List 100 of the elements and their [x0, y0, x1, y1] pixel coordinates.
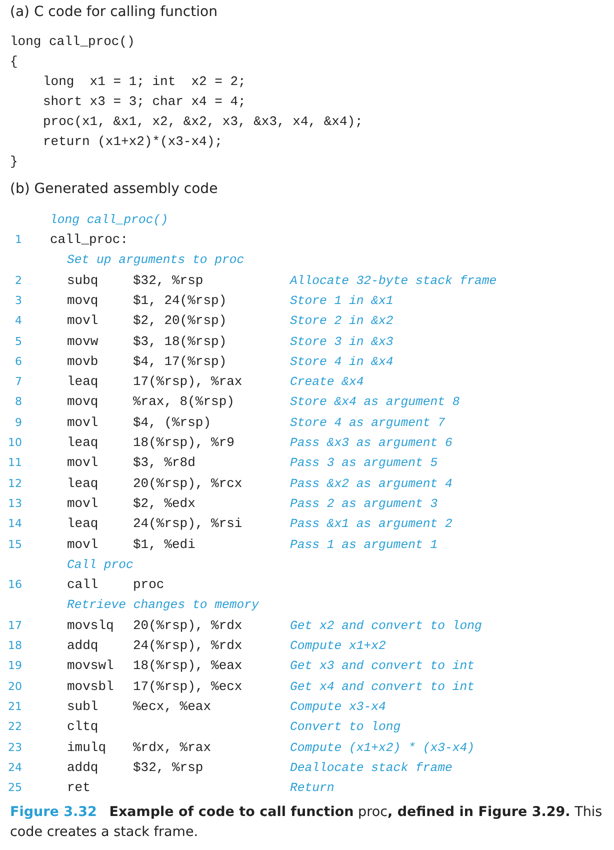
- instruction-operands: 17(%rsp), %rax: [133, 373, 242, 392]
- instruction-mnemonic: movb: [67, 352, 98, 371]
- instruction-mnemonic: call: [67, 576, 98, 594]
- instruction-operands: 17(%rsp), %ecx: [133, 678, 242, 696]
- line-number: 9: [14, 414, 22, 431]
- instruction-operands: $4, 17(%rsp): [133, 352, 227, 371]
- instruction-operands: 24(%rsp), %rdx: [133, 637, 242, 655]
- instruction-mnemonic: movslq: [67, 616, 114, 635]
- code-comment: Get x2 and convert to long: [290, 618, 482, 635]
- instruction-mnemonic: leaq: [67, 434, 98, 452]
- instruction-mnemonic: movswl: [67, 657, 114, 676]
- figure-caption: Figure 3.32 Example of code to call function proc, defined in Figure 3.29. This code creates a stack frame.: [10, 803, 604, 842]
- instruction-mnemonic: addq: [67, 637, 98, 655]
- code-comment: Store &x4 as argument 8: [290, 394, 460, 412]
- code-line: }: [10, 153, 18, 171]
- code-line: proc(x1, &x1, x2, &x2, x3, &x3, x4, &x4);: [43, 113, 363, 131]
- instruction-mnemonic: addq: [67, 758, 98, 777]
- code-comment: Convert to long: [290, 719, 401, 736]
- instruction-operands: $2, 20(%rsp): [133, 312, 227, 330]
- code-comment: Pass &x2 as argument 4: [290, 476, 452, 493]
- code-comment: Store 4 in &x4: [290, 354, 394, 371]
- code-comment: Create &x4: [290, 374, 364, 392]
- line-number: 2: [14, 272, 22, 289]
- line-number: 17: [7, 618, 22, 634]
- code-comment: Store 1 in &x1: [290, 292, 394, 310]
- instruction-operands: $32, %rsp: [133, 272, 204, 290]
- line-number: 14: [7, 516, 22, 532]
- line-number: 11: [7, 455, 22, 472]
- line-number: 18: [7, 638, 22, 654]
- code-line: long x1 = 1; int x2 = 2;: [43, 73, 246, 91]
- code-line: return (x1+x2)*(x3-x4);: [43, 133, 222, 151]
- line-number: 13: [7, 496, 22, 512]
- instruction-mnemonic: leaq: [67, 373, 98, 392]
- line-number: 7: [14, 374, 22, 390]
- instruction-operands: $2, %edx: [133, 494, 196, 513]
- code-line: {: [10, 53, 18, 71]
- line-number: 25: [7, 780, 22, 796]
- code-label: call_proc:: [50, 231, 128, 249]
- line-number: 6: [14, 354, 22, 370]
- code-comment: Get x3 and convert to int: [290, 658, 474, 676]
- section-heading: (b) Generated assembly code: [10, 180, 218, 198]
- code-comment: Compute (x1+x2) * (x3-x4): [290, 740, 474, 756]
- line-number: 19: [7, 658, 22, 674]
- code-comment: Pass &x3 as argument 6: [290, 435, 452, 452]
- code-comment: Compute x1+x2: [290, 638, 386, 655]
- instruction-mnemonic: subl: [67, 698, 98, 716]
- instruction-operands: 18(%rsp), %r9: [133, 434, 234, 452]
- line-number: 16: [7, 577, 22, 594]
- line-number: 24: [7, 760, 22, 776]
- instruction-mnemonic: leaq: [67, 474, 98, 493]
- instruction-operands: $1, 24(%rsp): [133, 292, 227, 310]
- instruction-mnemonic: movl: [67, 414, 98, 432]
- instruction-mnemonic: movq: [67, 292, 98, 310]
- code-comment: long call_proc(): [50, 212, 168, 229]
- line-number: 12: [7, 476, 22, 492]
- line-number: 10: [7, 435, 22, 451]
- instruction-mnemonic: movl: [67, 494, 98, 513]
- instruction-mnemonic: subq: [67, 272, 98, 290]
- line-number: 5: [14, 334, 22, 350]
- line-number: 1: [14, 232, 22, 248]
- instruction-operands: $4, (%rsp): [133, 414, 212, 432]
- instruction-operands: 20(%rsp), %rdx: [133, 616, 242, 635]
- line-number: 23: [7, 740, 22, 756]
- code-comment: Set up arguments to proc: [67, 252, 244, 270]
- instruction-mnemonic: movl: [67, 312, 98, 330]
- line-number: 3: [14, 292, 22, 309]
- instruction-mnemonic: leaq: [67, 515, 98, 534]
- line-number: 21: [7, 698, 22, 715]
- code-comment: Return: [290, 780, 334, 798]
- instruction-operands: %rdx, %rax: [133, 738, 212, 756]
- code-comment: Pass 2 as argument 3: [290, 496, 438, 513]
- instruction-operands: %rax, 8(%rsp): [133, 393, 234, 412]
- code-line: long call_proc(): [10, 33, 135, 51]
- instruction-mnemonic: movw: [67, 332, 98, 350]
- instruction-operands: $3, 18(%rsp): [133, 332, 227, 350]
- code-comment: Compute x3-x4: [290, 698, 386, 716]
- instruction-operands: $1, %edi: [133, 536, 196, 554]
- instruction-mnemonic: ret: [67, 779, 90, 798]
- instruction-mnemonic: movsbl: [67, 678, 114, 696]
- line-number: 8: [14, 394, 22, 410]
- code-comment: Pass &x1 as argument 2: [290, 516, 452, 534]
- code-line: short x3 = 3; char x4 = 4;: [43, 93, 246, 111]
- code-comment: Get x4 and convert to int: [290, 678, 474, 696]
- instruction-mnemonic: cltq: [67, 718, 98, 736]
- instruction-operands: 20(%rsp), %rcx: [133, 474, 242, 493]
- section-heading: (a) C code for calling function: [10, 3, 218, 21]
- line-number: 15: [7, 536, 22, 552]
- code-comment: Call proc: [67, 556, 134, 574]
- line-number: 20: [7, 678, 22, 695]
- instruction-mnemonic: imulq: [67, 738, 106, 756]
- instruction-operands: $3, %r8d: [133, 454, 196, 472]
- code-comment: Pass 1 as argument 1: [290, 536, 438, 554]
- line-number: 22: [7, 719, 22, 736]
- instruction-operands: proc: [133, 576, 164, 594]
- code-comment: Deallocate stack frame: [290, 760, 452, 777]
- instruction-operands: %ecx, %eax: [133, 698, 212, 716]
- code-comment: Allocate 32-byte stack frame: [290, 272, 497, 290]
- code-comment: Store 2 in &x2: [290, 313, 394, 330]
- instruction-mnemonic: movl: [67, 536, 98, 554]
- code-comment: Store 4 as argument 7: [290, 414, 445, 432]
